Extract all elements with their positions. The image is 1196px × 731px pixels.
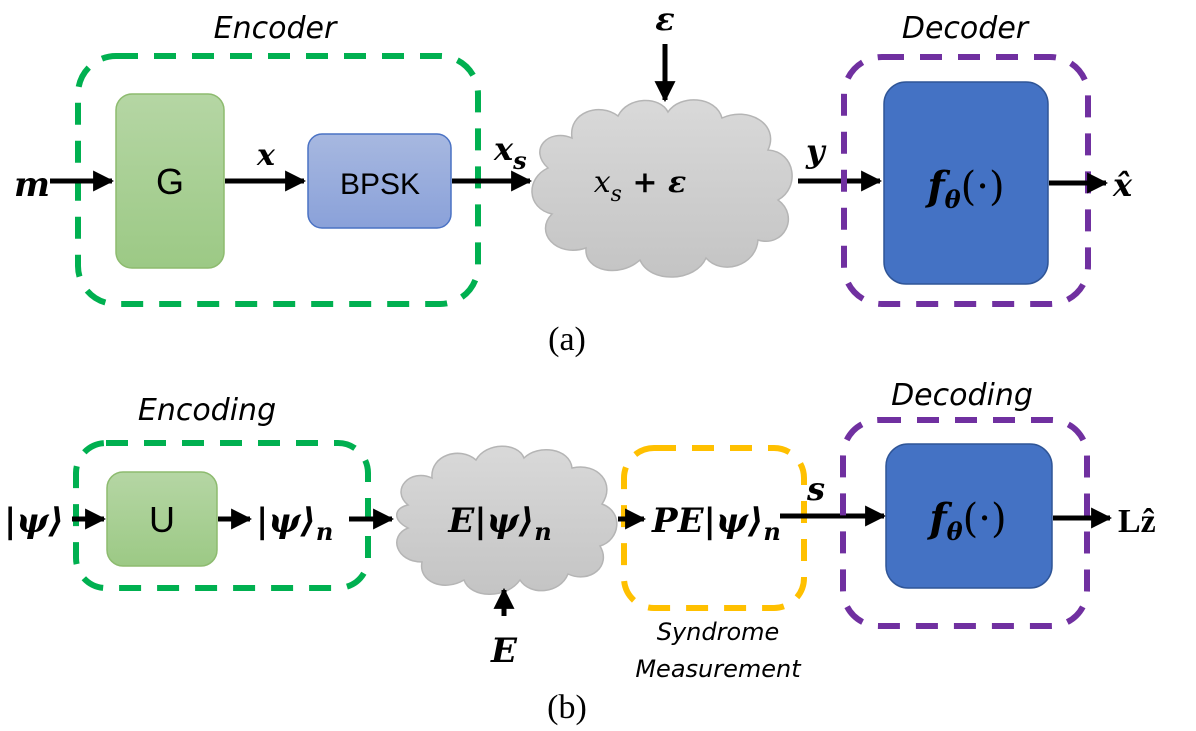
bpsk-block-label: BPSK [340,168,420,201]
input-m-label: m [14,165,50,205]
error-channel-cloud [396,445,618,595]
encoding-label: Encoding [138,393,276,428]
syndrome-caption-line2: Measurement [635,655,802,683]
encoder-label: Encoder [214,11,338,46]
bpsk-block [307,133,452,229]
panel-b: Encoding |ψ⟩ U |ψ⟩n E|ψ⟩n E PE|ψ⟩n Syndr… [4,378,1156,726]
syndrome-caption-line1: Syndrome [657,618,780,646]
caption-b: (b) [547,689,587,726]
s-label: s [806,470,825,508]
generator-block-label: G [156,161,184,202]
output-xhat-label: x̂ [1112,166,1133,204]
syndrome-dashed-box [621,445,807,611]
output-lz-label: Lẑ [1118,503,1156,540]
y-label: y [805,132,827,170]
caption-a: (a) [548,321,586,358]
unitary-block-label: U [149,499,175,540]
decoding-label: Decoding [891,378,1033,413]
generator-block [115,93,225,269]
channel-cloud [531,99,793,278]
panel-a: Encoder m G x BPSK xs ε xs + ε y Decoder… [14,0,1133,358]
decoder-block-label: fθ(·) [924,163,1004,214]
measured-state-label: PE|ψ⟩n [651,501,781,546]
channel-state-label: E|ψ⟩n [447,501,551,546]
encoded-state-label: |ψ⟩n [256,501,333,546]
encoding-dashed-box [73,440,371,591]
decoding-block [885,443,1053,589]
decoding-block-label: fθ(·) [926,495,1006,546]
decoder-block [883,81,1049,285]
unitary-block [106,471,218,567]
noise-epsilon-label: ε [655,0,674,38]
xs-label: xs [493,130,527,175]
channel-expression: xs + ε [594,165,686,207]
decoding-dashed-box [840,417,1090,629]
error-e-label: E [490,631,518,671]
decoder-label: Decoder [902,11,1030,46]
x-label: x [256,138,276,173]
input-psi-label: |ψ⟩ [4,501,64,541]
